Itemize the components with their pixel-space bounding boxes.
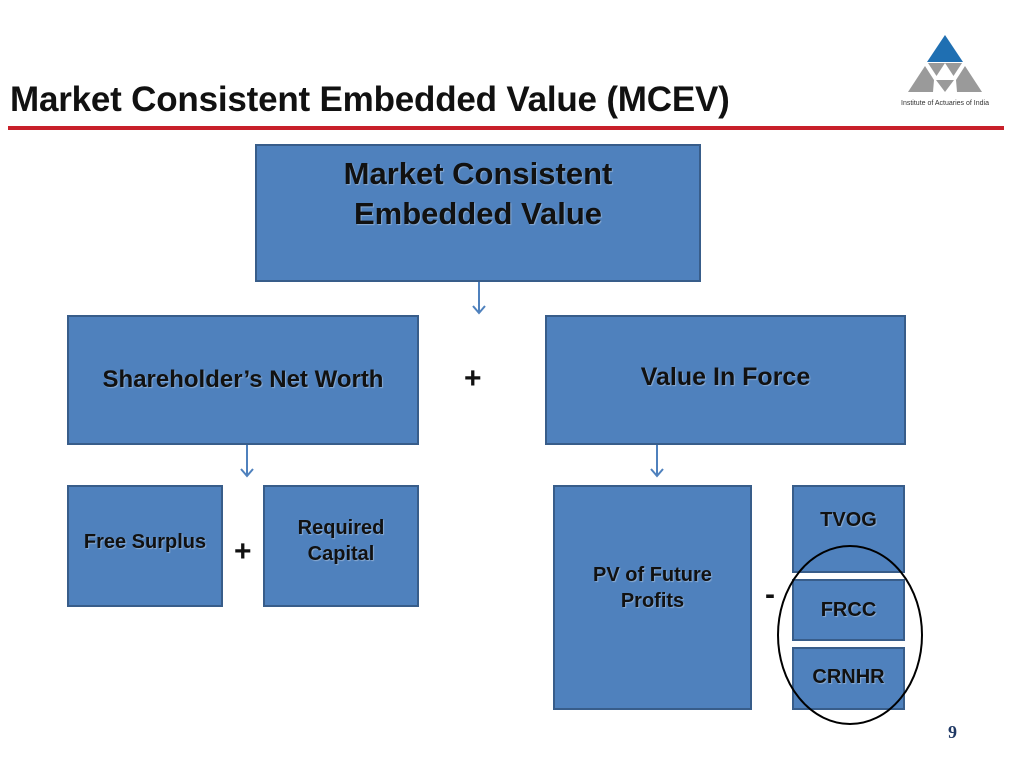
value-in-force-box: Value In Force xyxy=(545,315,906,445)
pv-future-profits-label-line2: Profits xyxy=(620,590,685,612)
required-capital-label-line2: Capital xyxy=(307,543,375,565)
arrow-down-icon xyxy=(240,445,254,478)
mcev-label-line2: Embedded Value xyxy=(353,196,603,232)
required-capital-box: Required Capital xyxy=(263,485,419,607)
frcc-label: FRCC xyxy=(820,599,877,621)
free-surplus-label: Free Surplus xyxy=(83,531,207,553)
minus-operator: - xyxy=(765,578,775,611)
title-underline xyxy=(8,126,1004,130)
logo-emblem-icon xyxy=(908,35,982,92)
crnhr-box: CRNHR xyxy=(792,647,905,710)
tvog-label: TVOG xyxy=(820,509,877,531)
plus-operator: + xyxy=(234,535,252,568)
institute-logo: Institute of Actuaries of India xyxy=(890,30,1000,110)
shareholders-net-worth-label: Shareholder’s Net Worth xyxy=(102,366,384,394)
value-in-force-label: Value In Force xyxy=(640,363,811,391)
mcev-box: Market Consistent Embedded Value xyxy=(255,144,701,282)
mcev-label-line1: Market Consistent xyxy=(343,156,613,191)
slide-title: Market Consistent Embedded Value (MCEV) xyxy=(10,80,730,119)
shareholders-net-worth-box: Shareholder’s Net Worth xyxy=(67,315,419,445)
page-number: 9 xyxy=(948,722,957,742)
pv-future-profits-label-line1: PV of Future xyxy=(593,564,712,586)
arrow-down-icon xyxy=(472,282,486,315)
free-surplus-box: Free Surplus xyxy=(67,485,223,607)
plus-operator: + xyxy=(464,362,482,395)
crnhr-label: CRNHR xyxy=(812,666,885,688)
required-capital-label-line1: Required xyxy=(297,517,385,539)
pv-future-profits-box: PV of Future Profits xyxy=(553,485,752,710)
arrow-down-icon xyxy=(650,445,664,478)
logo-caption: Institute of Actuaries of India xyxy=(901,100,989,107)
highlight-ellipse xyxy=(777,545,923,725)
frcc-box: FRCC xyxy=(792,579,905,641)
